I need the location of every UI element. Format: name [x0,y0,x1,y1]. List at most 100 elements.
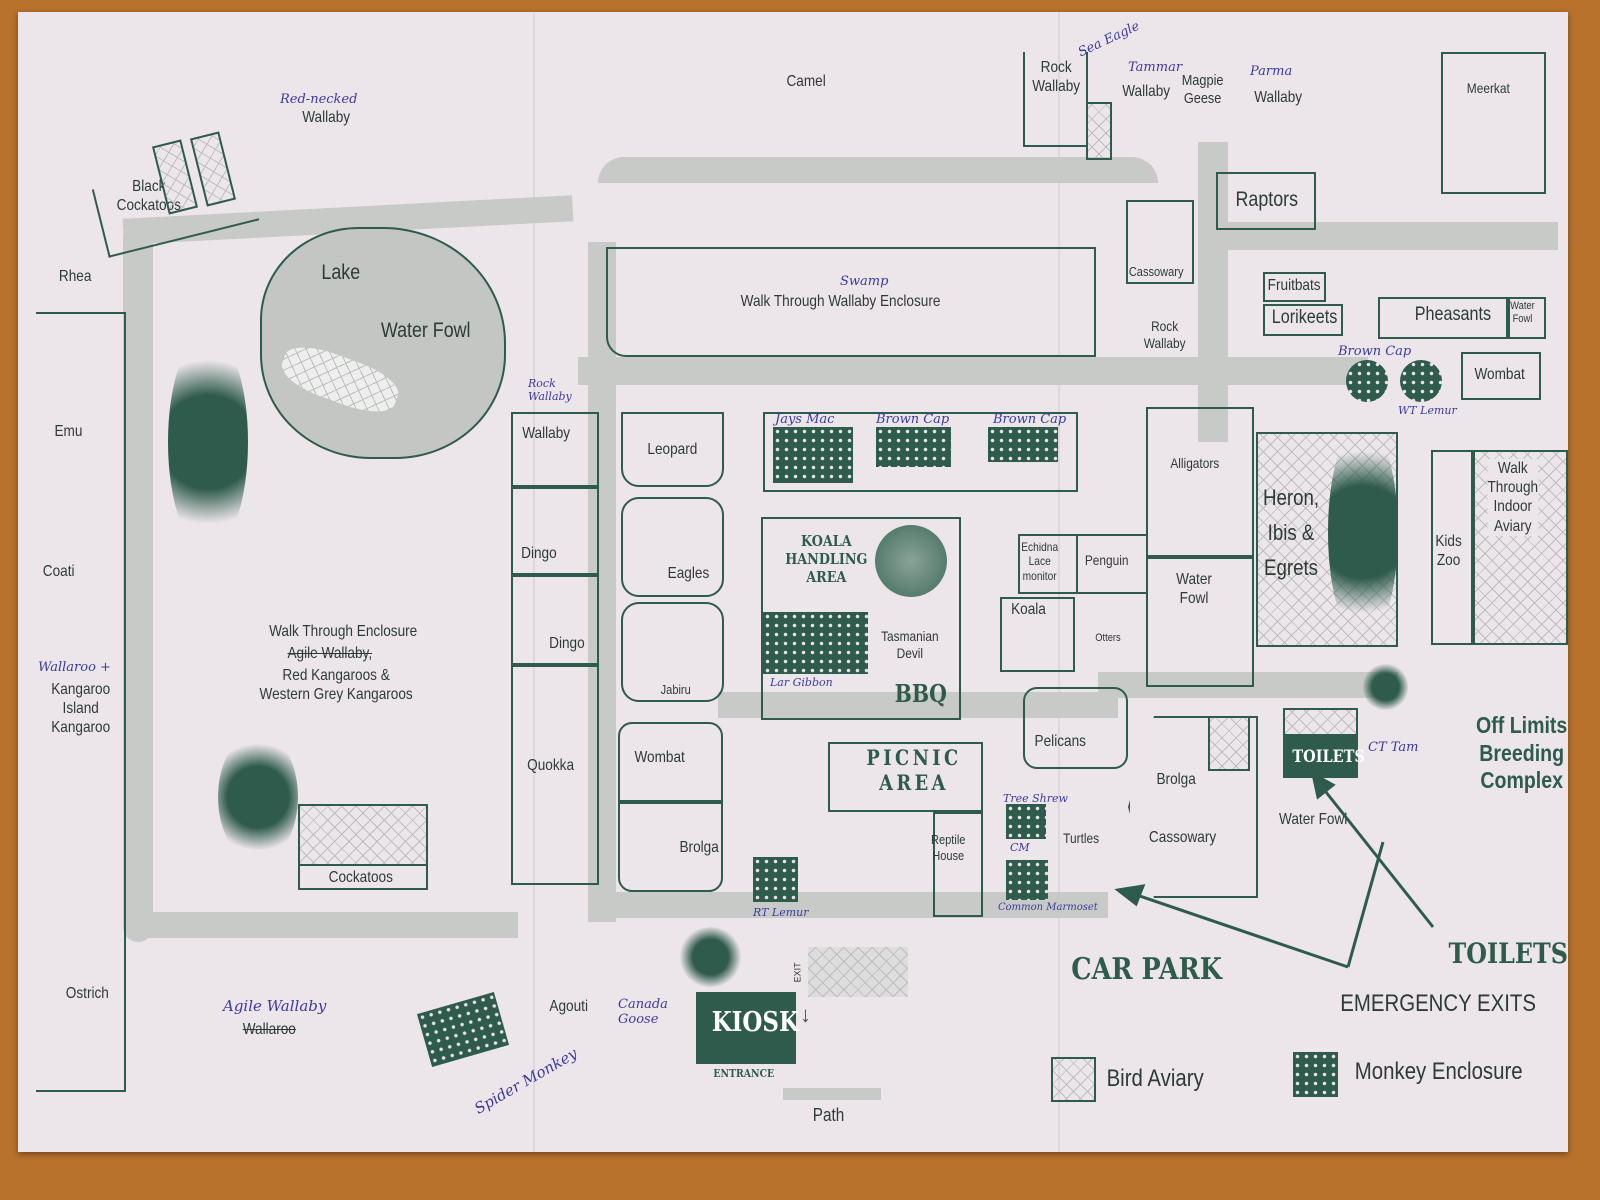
aviary-toilets [1283,708,1358,736]
brolga-w-label: Brolga [679,839,719,856]
quokka-label: Quokka [527,757,575,774]
camel-label: Camel [786,73,826,90]
monkey-enclosure [1006,804,1046,839]
path-east-h [1198,222,1558,250]
enclosure-dingo-2 [511,575,599,665]
koala-label: Koala [1011,601,1046,618]
rhea-label: Rhea [58,268,92,285]
pheasants-label: Pheasants [1414,304,1492,325]
penguin-label: Penguin [1084,552,1129,568]
monkey-enclosure-round [1400,360,1442,402]
enclosure-wallaby-walkthrough [606,247,1096,357]
toilets-box[interactable] [1283,736,1358,778]
picnic-area [828,742,983,812]
monkey-enclosure [988,427,1058,462]
path-central-v [588,242,616,922]
common-marmoset-note: Common Marmoset [998,902,1098,913]
emu-label: Emu [54,423,83,440]
enclosure-cassowary-n [1126,200,1194,284]
legend-monkey-label: Monkey Enclosure [1354,1058,1523,1085]
eagles-label: Eagles [667,565,710,582]
indoor-aviary-label: Walk Through Indoor Aviary [1487,459,1539,536]
arrow-to-car-park [1127,890,1349,969]
water-fowl-s-label: Water Fowl [1279,811,1348,828]
alligators-label: Alligators [1170,455,1220,471]
path-loop-west [123,222,153,942]
lorikeets-label: Lorikeets [1271,307,1338,328]
cassowary-n-label: Cassowary [1128,264,1184,279]
enclosure-monkey-row [763,412,1078,492]
canada-goose-note: Canada Goose [618,997,668,1027]
water-fowl-mid-label: Water Fowl [1176,571,1212,608]
wallaby-nw-label: Wallaby [302,109,351,126]
lar-gibbon-note: Lar Gibbon [770,676,833,689]
koala-handling-area [761,517,961,720]
rock-wallaby-2-label: Rock Wallaby [1143,318,1186,351]
arrowhead-icon [1114,884,1146,907]
arrowhead-icon [1310,771,1336,800]
toilets-label: TOILETS [1448,937,1568,970]
agile-wallaby-note: Agile Wallaby [223,997,327,1015]
brown-cap-note-1: Brown Cap [876,412,950,427]
enclosure-koala [1000,597,1075,672]
tree-icon [678,927,743,987]
exit-path [808,947,908,997]
wombat-e-label: Wombat [1474,366,1525,383]
enclosure-wombat-e [1461,352,1541,400]
enclosure-cockatoos [298,864,428,890]
legend-path-swatch [783,1088,881,1100]
arrow-to-toilets [1316,781,1435,928]
brolga-label: Brolga [1156,771,1196,788]
monkey-enclosure [876,427,951,467]
emergency-exits-label: EMERGENCY EXITS [1340,990,1537,1017]
kiosk-building[interactable] [696,992,796,1064]
tree-icon [168,332,248,552]
enclosure-lorikeets [1263,304,1343,336]
brown-cap-note-2: Brown Cap [993,412,1067,427]
rock-wallaby-label: Rock Wallaby [1032,59,1081,96]
enclosure-kids-zoo [1431,450,1473,645]
legend-bird-aviary-label: Bird Aviary [1106,1065,1204,1092]
enclosure-fruitbats [1263,272,1326,302]
echidna-label: Echidna Lace monitor [1021,540,1059,583]
rt-lemur-note: RT Lemur [753,906,809,919]
red-necked-note: Red-necked [280,92,358,107]
wt-lemur-note: WT Lemur [1398,404,1457,417]
meerkat-label: Meerkat [1466,80,1510,96]
enclosure-dingo-1 [511,487,599,575]
wombat-label: Wombat [634,749,685,766]
monkey-enclosure [763,612,868,674]
enclosure-jabiru [621,602,724,702]
tammar-note: Tammar [1128,60,1183,75]
enclosure-leopard [621,412,724,487]
swamp-note: Swamp [840,274,889,289]
coati-label: Coati [42,563,75,580]
aviary-sea-eagle [1086,102,1112,160]
legend-path-label: Path [812,1105,845,1125]
kids-zoo-label: Kids Zoo [1435,533,1462,570]
kangaroo-island-label: Kangaroo Island Kangaroo [51,681,111,737]
dingo1-label: Dingo [521,545,557,562]
walk-through-enclosure-label: Walk Through Enclosure [269,623,418,640]
rock-wallaby-note: Rock Wallaby [528,377,572,403]
bbq-label: BBQ [894,679,947,708]
enclosure-raptors [1216,172,1316,230]
enclosure-brolga-w [618,802,723,892]
water-fowl-lake-label: Water Fowl [380,319,471,342]
fold-line [533,12,535,1152]
enclosure-wombat [618,722,723,802]
agouti-label: Agouti [549,998,588,1015]
otters-label: Otters [1095,632,1121,644]
path-mid [718,692,1118,718]
monkey-enclosure [1006,860,1048,900]
water-fowl-ne-label: Water Fowl [1510,300,1535,326]
zoo-map: Lake Water Fowl Black Cockatoos Rhea Emu… [18,12,1568,1152]
koala-photo [875,525,947,597]
off-limits-label: Off Limits Breeding Complex [1476,712,1568,794]
raptors-label: Raptors [1235,188,1299,211]
path-central-n [578,357,1368,385]
leopard-label: Leopard [647,441,698,458]
fruitbats-label: Fruitbats [1267,277,1321,294]
ostrich-label: Ostrich [65,985,109,1002]
ct-tam-note: CT Tam [1368,740,1419,755]
